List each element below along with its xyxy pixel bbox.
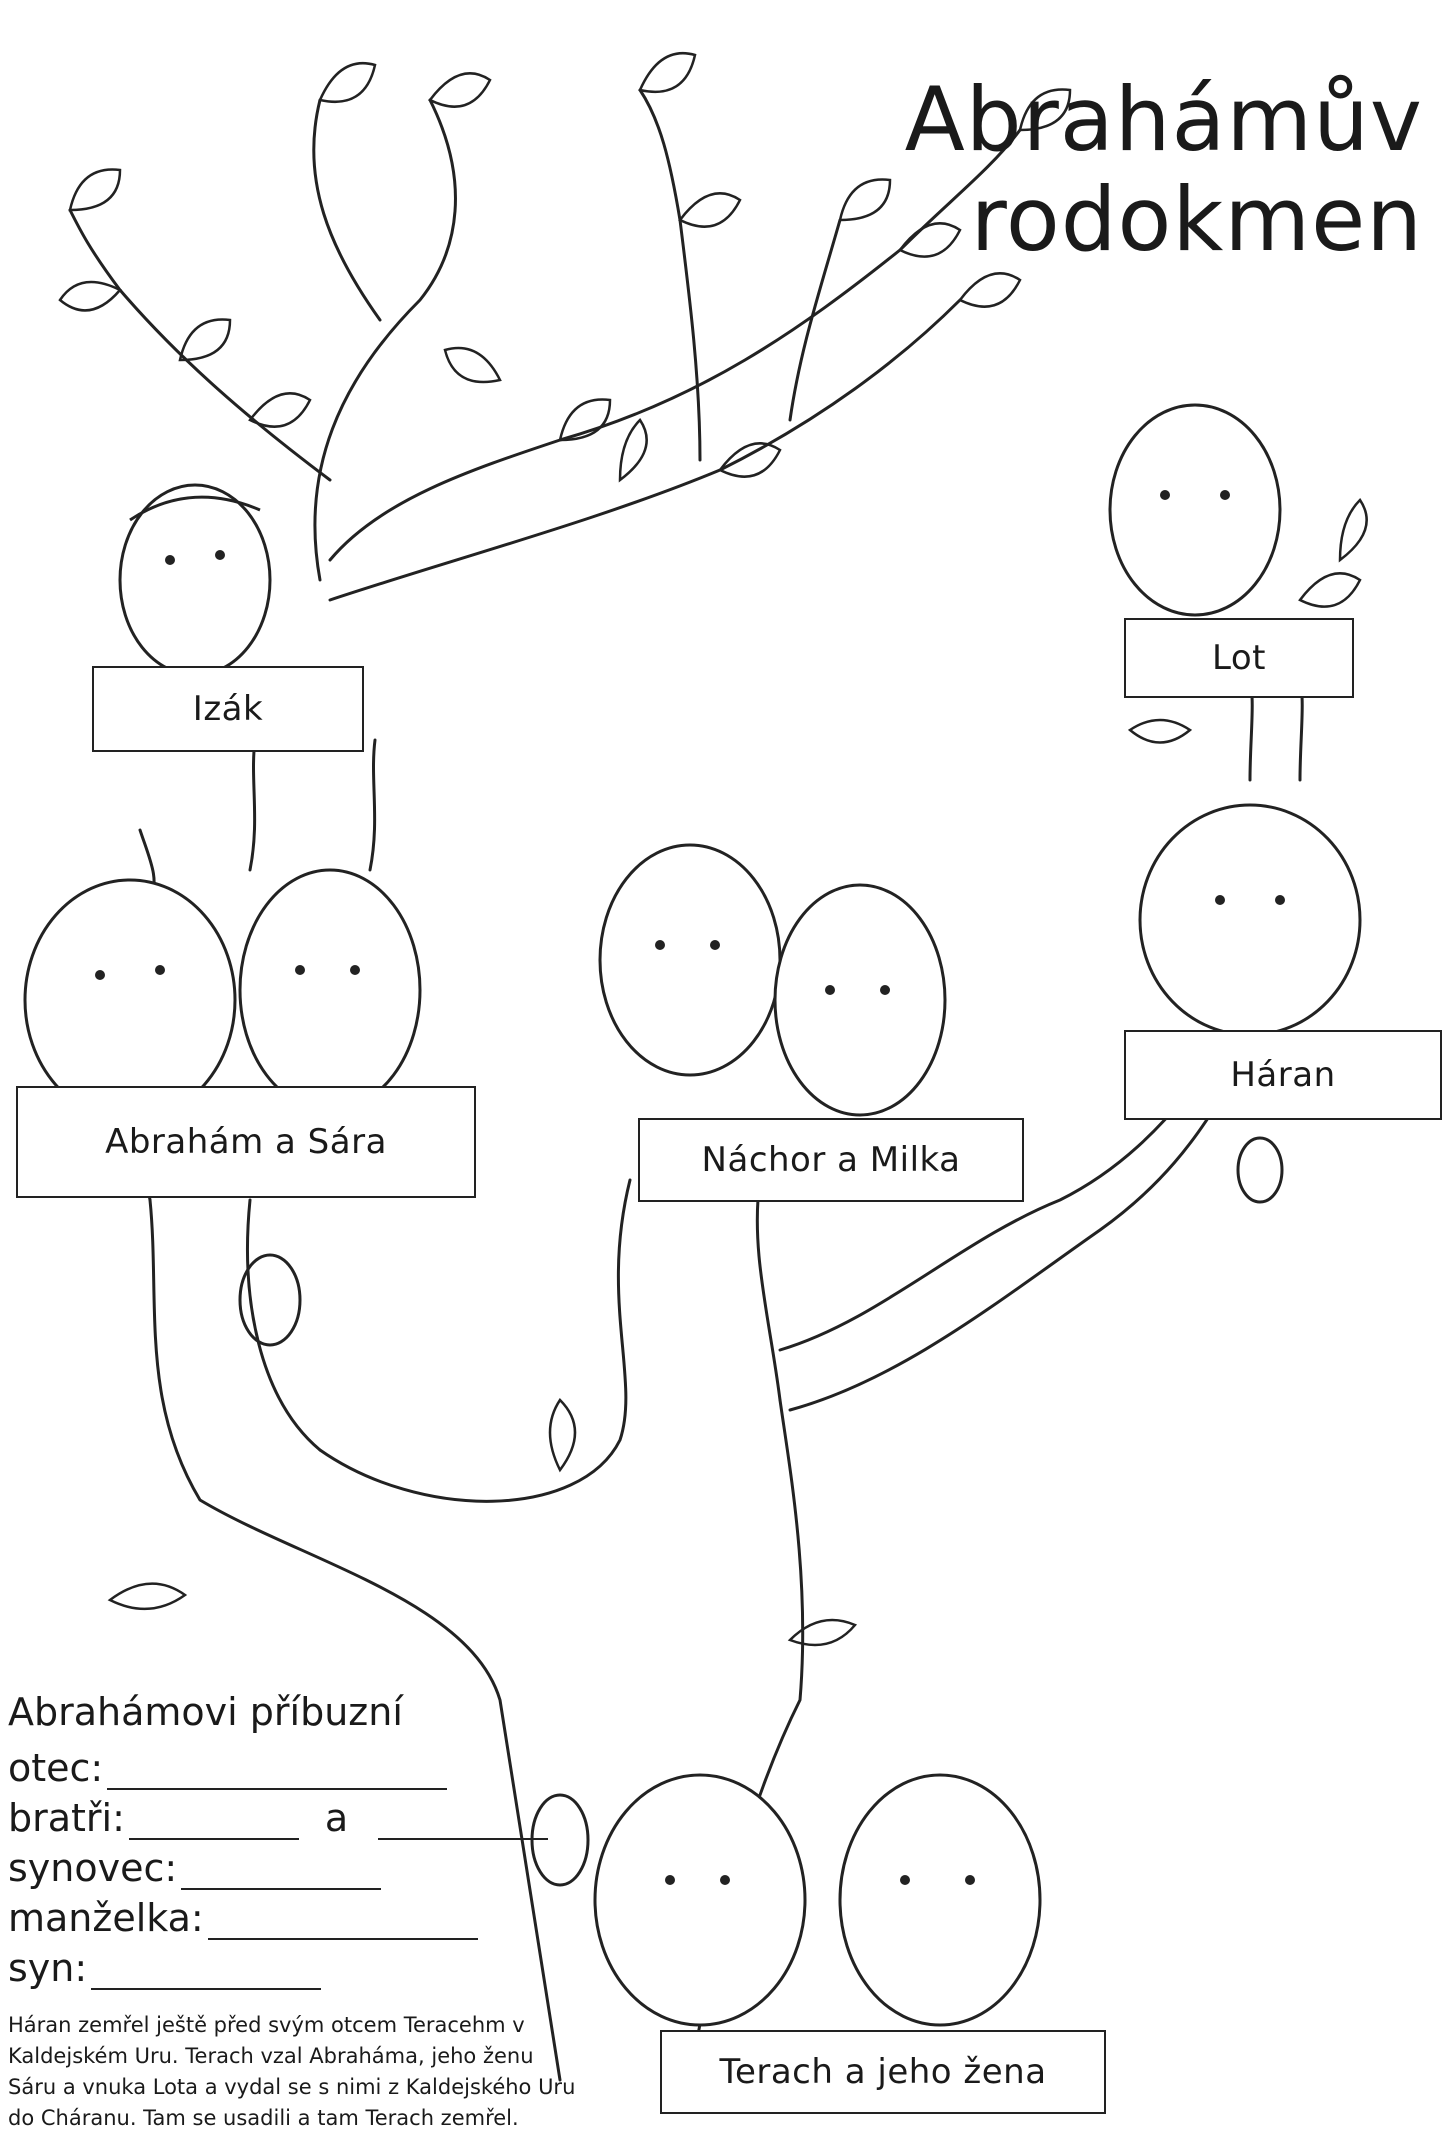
crown-right	[328, 298, 962, 602]
knot-bottom	[530, 1793, 590, 1887]
face-haran	[1138, 803, 1362, 1037]
label-terach: Terach a jeho žena	[660, 2030, 1106, 2114]
crown-left	[328, 128, 1022, 562]
trunk	[148, 1198, 562, 2082]
branch-haran	[788, 1098, 1222, 1412]
crown-main	[313, 98, 457, 582]
label-haran: Háran	[1124, 1030, 1442, 1120]
face-lot	[1108, 403, 1282, 617]
face-abraham	[23, 878, 237, 1122]
blank-father[interactable]	[107, 1758, 448, 1790]
row-brothers: bratři: a	[8, 1790, 608, 1840]
blank-son[interactable]	[91, 1958, 322, 1990]
title-line-2: rodokmen	[970, 168, 1423, 271]
label-wife: manželka:	[8, 1896, 204, 1940]
row-father: otec:	[8, 1740, 608, 1790]
relatives-worksheet: Abrahámovi příbuzní otec: bratři: a syno…	[8, 1690, 608, 1990]
label-father: otec:	[8, 1746, 104, 1790]
page-title: Abrahámův rodokmen	[905, 70, 1423, 270]
leaves	[58, 52, 1368, 1647]
branch-abraham-right	[246, 1198, 322, 1452]
worksheet-heading: Abrahámovi příbuzní	[8, 1690, 403, 1734]
label-izak: Izák	[92, 666, 364, 752]
title-line-1: Abrahámův	[904, 68, 1423, 171]
face-milka	[773, 883, 947, 1117]
story-note: Háran zemřel ještě před svým otcem Terac…	[8, 2013, 576, 2130]
crown-upper	[312, 98, 382, 322]
blank-nephew[interactable]	[181, 1858, 382, 1890]
crown-upper-3	[788, 218, 842, 422]
row-nephew: synovec:	[8, 1840, 608, 1890]
branch-nachor	[318, 1178, 632, 1503]
label-lot: Lot	[1124, 618, 1354, 698]
label-abraham-sara: Abrahám a Sára	[16, 1086, 476, 1198]
row-wife: manželka:	[8, 1890, 608, 1940]
knot-left	[238, 1253, 302, 1347]
label-and: a	[324, 1796, 349, 1840]
face-nachor	[598, 843, 782, 1077]
face-terach	[593, 1773, 807, 2027]
blank-brother-2[interactable]	[378, 1808, 549, 1840]
crown-upper-2	[638, 88, 702, 462]
branch-izak	[248, 738, 257, 872]
label-nephew: synovec:	[8, 1846, 178, 1890]
branch-nachor-2	[755, 1178, 782, 1402]
crown-left-2	[68, 208, 332, 482]
blank-brother-1[interactable]	[128, 1808, 299, 1840]
eyes	[95, 490, 1285, 1885]
blank-wife[interactable]	[207, 1908, 478, 1940]
label-son: syn:	[8, 1946, 88, 1990]
face-terach-wife	[838, 1773, 1042, 2027]
label-nachor-milka: Náchor a Milka	[638, 1118, 1024, 1202]
face-sara	[238, 868, 422, 1112]
row-son: syn:	[8, 1940, 608, 1990]
branch-izak-2	[368, 738, 377, 872]
knot-right	[1236, 1136, 1284, 1204]
label-brothers: bratři:	[8, 1796, 125, 1840]
portraits	[23, 403, 1362, 2027]
